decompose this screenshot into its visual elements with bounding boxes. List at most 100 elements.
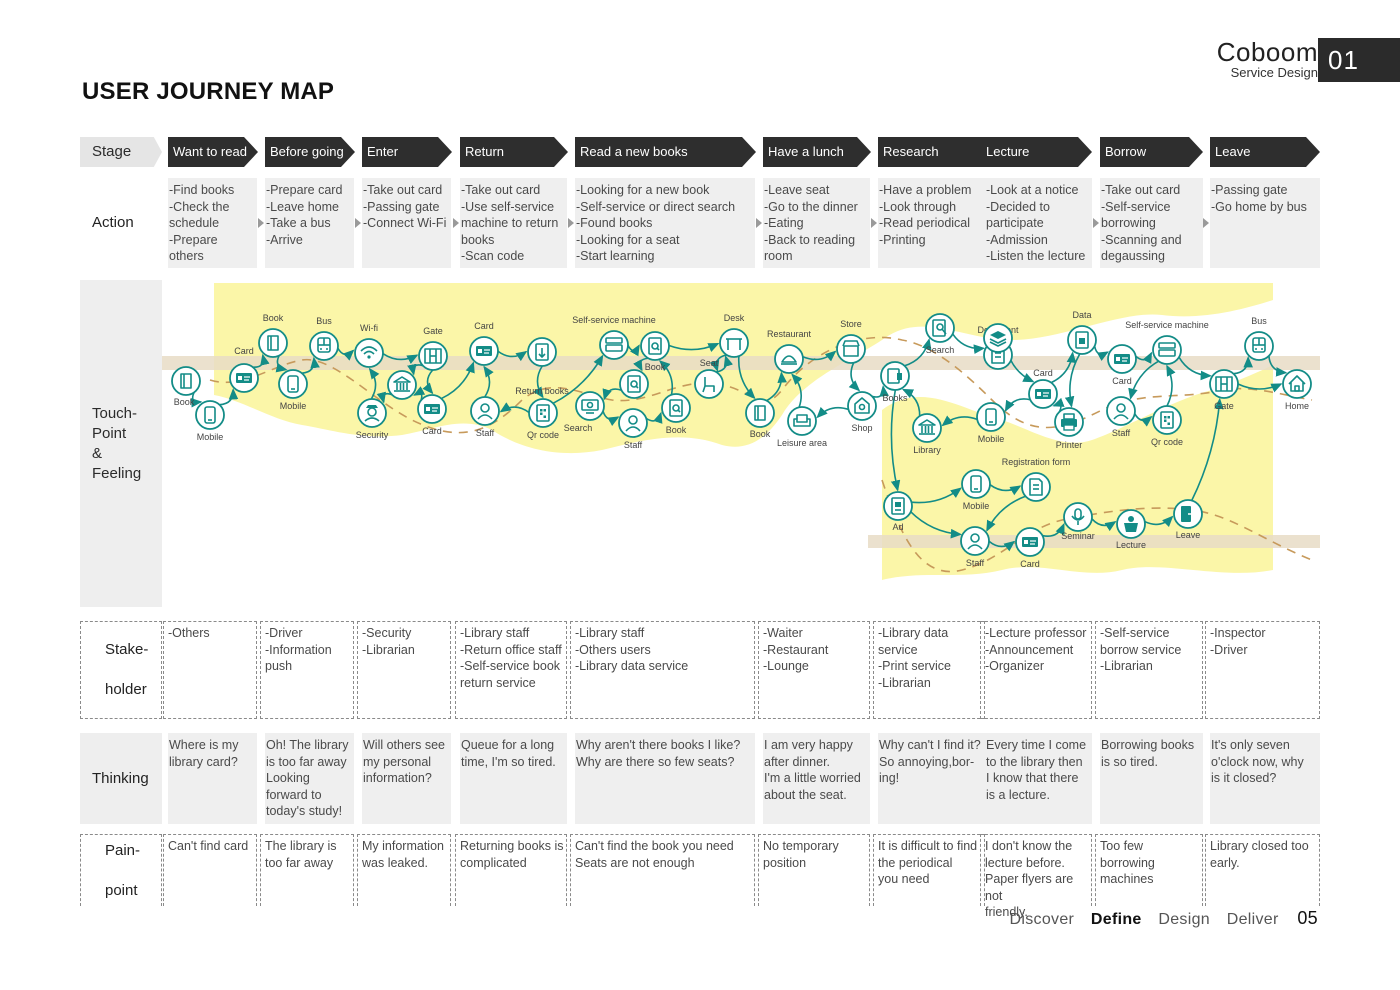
touchpoint-label: Staff [966,558,985,568]
touchpoint-node[interactable]: Leisure area [777,406,827,448]
stage-5: Have a lunch [763,137,871,167]
bus-icon [1252,337,1266,353]
touchpoint-node[interactable]: Registration form [1002,457,1071,502]
touchpoint-node[interactable]: Lecture [1116,509,1146,550]
touchpoint-label: Book [645,362,666,372]
touchpoint-node[interactable]: Seat [694,358,724,399]
touchpoint-node[interactable]: Bus [309,316,339,361]
actions-cell: -Looking for a new book -Self-service or… [575,178,755,268]
touchpoint-node[interactable]: Store [836,319,866,364]
person-icon [625,415,641,432]
node-ring [470,396,500,426]
brand-block: Coboom Service Design [1217,38,1318,80]
touchpoint-node[interactable]: Library [912,413,942,455]
action-row-label: Action [80,178,162,268]
neutral-band-top [162,356,1320,370]
nav-deliver[interactable]: Deliver [1226,911,1279,928]
touchpoint-node[interactable]: Qr code [527,398,559,440]
touchpoint-node[interactable]: Gate [1209,369,1239,411]
nav-design[interactable]: Design [1158,911,1210,928]
touchpoint-label: Staff [1112,428,1131,438]
touchpoint-node[interactable]: Data [1067,310,1097,355]
touchpoint-node[interactable]: Card [469,321,499,366]
touchpoint-node[interactable]: Qr code [1151,405,1183,447]
touchpoint-node[interactable]: Mobile [976,402,1006,444]
touchpoint-node[interactable]: Bus [1244,316,1274,361]
mobile-icon [204,406,216,424]
nav-discover[interactable]: Discover [1009,911,1075,928]
touchpoint-node[interactable]: Staff [618,408,648,450]
flow-link [911,487,962,504]
touchpoint-node[interactable]: Security [356,398,389,440]
nav-define[interactable]: Define [1090,911,1142,928]
touchpoint-node[interactable]: Restaurant [767,329,812,374]
touchpoint-node[interactable]: Shop [847,391,877,433]
touchpoint-label: Book [750,429,771,439]
touchpoint-node[interactable]: Mobile [961,469,991,511]
touchpoint-node[interactable]: Staff [960,526,990,568]
touchpoint-label: Qr code [1151,437,1183,447]
library-icon [918,419,936,435]
shop-icon [854,397,870,414]
touchpoint-node[interactable]: Card [229,346,259,393]
brand-subtitle: Service Design [1230,65,1318,80]
touchpoint-label: Seminar [1061,531,1095,541]
touchpoint-node[interactable]: Staff [1106,396,1136,438]
touchpoint-node[interactable]: Mobile [195,400,225,442]
touchpoint-node[interactable]: Gate [418,326,448,371]
touchpoint-node[interactable]: Book [258,313,288,358]
node-ring [278,369,308,399]
touchpoint-node[interactable]: Book [745,398,775,439]
touchpoint-node[interactable]: Search [925,313,955,355]
touchpoint-node[interactable]: Printer [1054,407,1084,450]
thinking-cell: Why can't I find it? So annoying,bor- in… [878,733,985,824]
touchpoint-node[interactable]: Card [1107,344,1137,386]
touchpoint-node[interactable] [619,369,649,399]
flow-link [1233,356,1253,375]
node-ring [258,328,288,358]
touchpoint-node[interactable]: Desk [719,313,749,358]
book-search-icon [627,375,641,393]
stakeholders-cell: -Library staff -Others users -Library da… [570,621,755,719]
touchpoint-node[interactable] [983,323,1013,353]
flow-link [1144,515,1174,527]
touchpoint-label: Leave [1176,530,1201,540]
stakeholders-cell: -Self-service borrow service -Librarian [1095,621,1203,719]
flow-link [499,402,530,414]
flow-link [252,353,270,369]
touchpoint-node[interactable]: Wi-fi [354,323,384,368]
touchpoint-node[interactable]: Book [661,393,691,435]
flow-link [904,338,932,367]
touchpoint-node[interactable]: Staff [470,396,500,438]
wifi-icon [360,346,378,359]
touchpoint-label: Security [356,430,389,440]
touchpoint-node[interactable]: Card [1028,368,1058,409]
stakeholder-row-label: Stake-holder [80,621,162,719]
touchpoint-node[interactable]: Return books [515,337,569,396]
painpoint-row-label: Pain-point [80,834,162,906]
touchpoint-node[interactable]: Card [417,394,447,436]
gate-icon [424,348,442,364]
touchpoint-node[interactable]: Ad [883,491,913,532]
stakeholders-cell: -Driver -Information push [260,621,354,719]
touchpoint-node[interactable]: Books [880,361,910,403]
touchpoint-label: Search [564,423,593,433]
touchpoint-node[interactable]: Book [171,366,201,407]
touchpoint-node[interactable]: Mobile [278,369,308,411]
touchpoint-node[interactable]: Card [1015,527,1045,569]
touchpoint-node[interactable]: Home [1282,369,1312,411]
touchpoint-node[interactable]: Search [564,391,605,433]
touchpoint-node[interactable]: Leave [1173,499,1203,540]
touchpoint-node[interactable]: Seminar [1061,502,1095,541]
stakeholders-cell: -Library data service -Print service -Li… [873,621,985,719]
flow-link [766,371,787,402]
touchpoint-node[interactable]: Self-service machine [572,315,656,360]
touchpoint-node[interactable]: Book [640,331,670,372]
touchpoint-node[interactable]: Self-service machine [1125,320,1209,365]
node-ring [961,469,991,499]
flow-arrow-icon [355,218,361,228]
thinking-cell: It's only seven o'clock now, why is it c… [1210,733,1320,824]
restaurant-icon [781,355,797,365]
touchpoint-label: Staff [476,428,495,438]
touchpoint-node[interactable] [387,370,417,400]
